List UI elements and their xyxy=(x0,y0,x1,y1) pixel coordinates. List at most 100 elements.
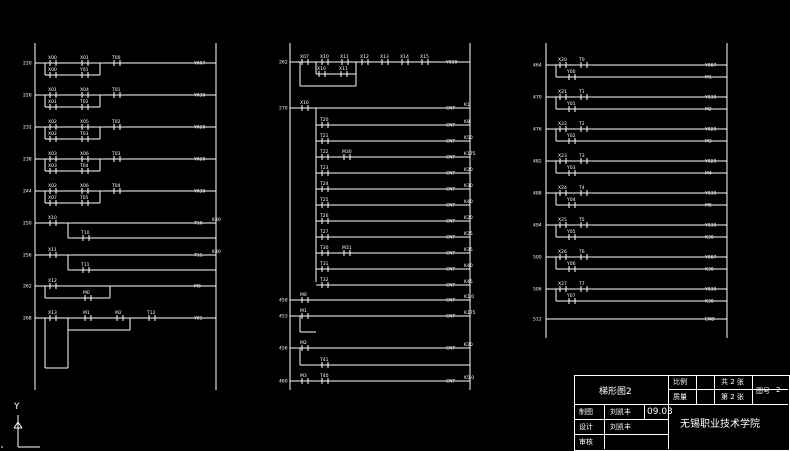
coil-setpoint: K1 xyxy=(464,102,470,108)
contact-label: M0 xyxy=(300,292,307,298)
contact-label: M2 xyxy=(300,340,307,346)
coil-label: CNT xyxy=(446,187,456,193)
contact-label: X11 xyxy=(48,247,57,253)
coil-setpoint: K175 xyxy=(464,151,476,157)
contact-label: T31 xyxy=(319,261,329,267)
coil-setpoint: K30 xyxy=(212,249,221,255)
coil-label: T10 xyxy=(193,221,203,227)
contact-label: X10 xyxy=(317,66,326,72)
coil-label: Y007 xyxy=(193,61,205,67)
coil-setpoint: K40 xyxy=(464,263,473,269)
contact-label: X12 xyxy=(48,278,57,284)
contact-label: X26 xyxy=(558,249,567,255)
step-number: 456 xyxy=(279,346,288,352)
contact-label: X13 xyxy=(48,310,57,316)
contact-label: T0 xyxy=(578,57,585,63)
coil-label: Y030 xyxy=(704,95,716,101)
contact-label: M2 xyxy=(115,310,122,316)
coil-label: CNT xyxy=(446,155,456,161)
contact-label: X03 xyxy=(48,151,57,157)
drawing-number: 2 xyxy=(776,386,781,394)
contact-label: X02 xyxy=(48,183,57,189)
contact-label: X15 xyxy=(420,54,429,60)
step-number: 250 xyxy=(23,221,32,227)
contact-label: X16 xyxy=(300,100,309,106)
drawn-by: 刘凯丰 xyxy=(610,408,631,416)
contact-label: Y04 xyxy=(566,197,576,203)
contact-label: T7 xyxy=(578,281,585,287)
contact-label: T21 xyxy=(319,133,329,139)
step-number: 270 xyxy=(279,106,288,112)
coil-setpoint: K20 xyxy=(464,215,473,221)
title-block-rule xyxy=(644,404,645,419)
contact-label: T20 xyxy=(319,117,329,123)
coil-label: K30 xyxy=(705,267,714,273)
total-sheets: 共 2 张 xyxy=(721,378,744,386)
contact-label: T26 xyxy=(319,213,329,219)
contact-label: M1 xyxy=(300,308,307,314)
contact-label: T04 xyxy=(111,183,121,189)
ucs-axis-arrow xyxy=(17,421,23,429)
step-number: 244 xyxy=(23,189,32,195)
contact-label: T1 xyxy=(578,89,585,95)
coil-label: CNT xyxy=(446,106,456,112)
contact-label: X20 xyxy=(558,57,567,63)
contact-label: M30 xyxy=(342,149,352,155)
contact-label: X01 xyxy=(48,87,57,93)
contact-label: X01 xyxy=(80,55,89,61)
contact-label: T41 xyxy=(319,357,329,363)
coil-label: CNT xyxy=(446,219,456,225)
coil-setpoint: K1.0 xyxy=(464,294,474,300)
contact-label: X27 xyxy=(558,281,567,287)
coil-label: Y007 xyxy=(704,63,716,69)
coil-setpoint: K30 xyxy=(212,217,221,223)
coil-label: Y030 xyxy=(704,287,716,293)
contact-label: T32 xyxy=(319,277,329,283)
contact-label: Y07 xyxy=(566,293,576,299)
contact-label: X11 xyxy=(340,54,349,60)
contact-label: X10 xyxy=(48,215,57,221)
coil-setpoint: K35 xyxy=(464,247,473,253)
step-number: 460 xyxy=(279,379,288,385)
title-block-rule xyxy=(668,375,669,449)
contact-label: T6 xyxy=(578,249,585,255)
contact-label: T03 xyxy=(111,151,121,157)
step-number: 262 xyxy=(279,60,288,66)
contact-label: T02 xyxy=(79,99,89,105)
contact-label: X07 xyxy=(300,54,309,60)
coil-label: CNT xyxy=(446,346,456,352)
title-block-rule xyxy=(574,404,788,405)
coil-setpoint: K8 xyxy=(464,119,470,125)
contact-label: T10 xyxy=(80,230,90,236)
coil-label: CNT xyxy=(446,283,456,289)
step-number: 238 xyxy=(23,157,32,163)
title-block-rule xyxy=(574,434,668,435)
coil-label: CNT xyxy=(446,235,456,241)
contact-label: T01 xyxy=(111,87,121,93)
contact-label: T02 xyxy=(111,119,121,125)
contact-label: X12 xyxy=(360,54,369,60)
coil-label: CNT xyxy=(446,123,456,129)
coil-setpoint: K45 xyxy=(464,279,473,285)
contact-label: X25 xyxy=(558,217,567,223)
title-block-rule xyxy=(668,389,788,390)
contact-label: X24 xyxy=(558,185,567,191)
contact-label: X10 xyxy=(320,54,329,60)
title-block-rule xyxy=(752,375,753,404)
contact-label: X07 xyxy=(48,195,57,201)
coil-label: M0 xyxy=(194,284,201,290)
coil-setpoint: K20 xyxy=(464,342,473,348)
contact-label: T23 xyxy=(319,165,329,171)
step-number: 256 xyxy=(23,253,32,259)
contact-label: X02 xyxy=(48,131,57,137)
coil-label: Y030 xyxy=(704,223,716,229)
contact-label: X22 xyxy=(558,121,567,127)
title-block-rule xyxy=(696,375,697,404)
coil-label: CNT xyxy=(446,203,456,209)
step-number: 476 xyxy=(533,127,542,133)
contact-label: T2 xyxy=(578,121,585,127)
coil-label: Y020 xyxy=(704,159,716,165)
contact-label: X05 xyxy=(80,119,89,125)
contact-label: T40 xyxy=(319,373,329,379)
contact-label: Y06 xyxy=(566,261,576,267)
